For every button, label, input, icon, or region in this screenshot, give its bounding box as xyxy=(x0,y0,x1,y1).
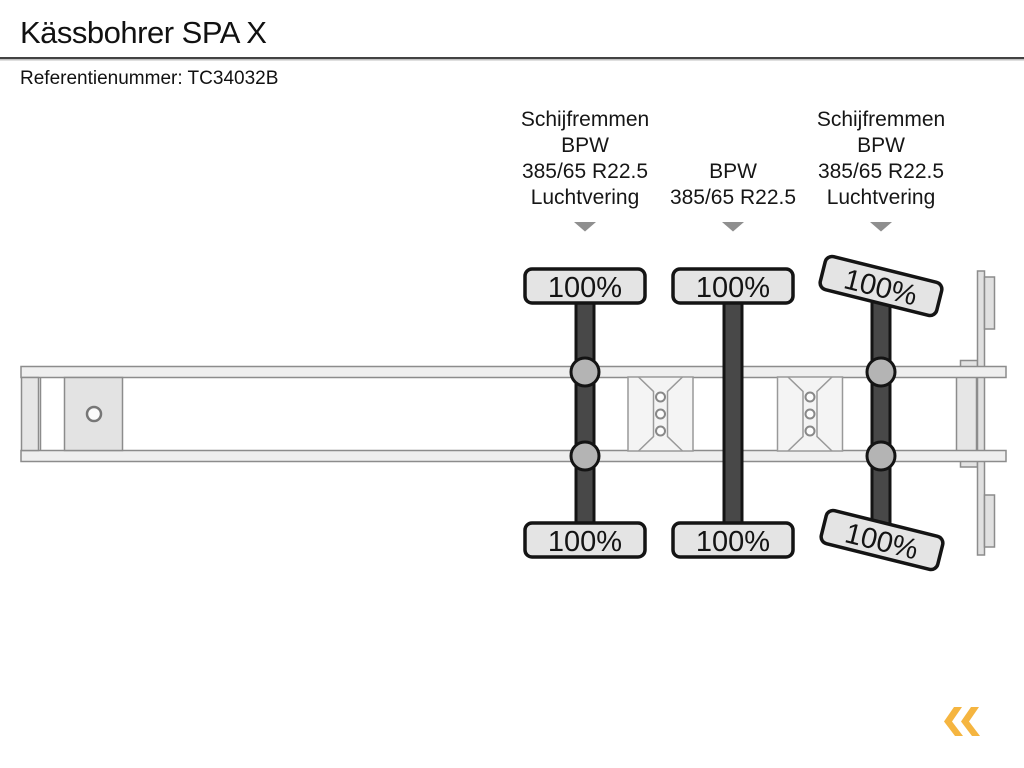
axle-3-down-triangle-icon xyxy=(870,222,892,232)
bolt-hole xyxy=(655,425,666,437)
rear-cross-member xyxy=(955,376,978,452)
kingpin xyxy=(85,405,103,423)
double-chevron-left-icon xyxy=(944,707,980,736)
axle-1-spec-line: BPW xyxy=(561,134,609,157)
axle-2-tire-bottom: 100% xyxy=(671,521,795,559)
axle-3-suspension-bottom xyxy=(865,440,897,472)
front-end-cap xyxy=(20,376,40,452)
tire-outline xyxy=(523,521,647,559)
axle-1-suspension-top xyxy=(569,356,601,388)
tire-outline xyxy=(671,267,795,305)
cross-member xyxy=(776,376,844,452)
axle-1-tire-bottom: 100% xyxy=(523,521,647,559)
bolt-hole xyxy=(655,391,666,403)
axle-3: 100% 100% xyxy=(818,254,945,572)
axle-1-spec-line: 385/65 R22.5 xyxy=(521,160,649,183)
axle-2-specs: BPW 385/65 R22.5 xyxy=(613,159,853,211)
tire-outline xyxy=(523,267,647,305)
chevron-left-shape xyxy=(961,707,980,736)
cross-member-web-right xyxy=(816,376,833,452)
bolt-hole xyxy=(655,408,666,420)
tire-outline xyxy=(671,521,795,559)
axle-1-beam xyxy=(574,274,596,546)
axle-3-specs: Schijfremmen BPW 385/65 R22.5 Luchtverin… xyxy=(761,107,1001,211)
tire-condition-value: 100% xyxy=(548,526,622,558)
cross-member-web-right xyxy=(666,376,684,452)
cross-member-web-left xyxy=(637,376,655,452)
tire-condition-value: 100% xyxy=(548,272,622,304)
axle-3-spec-line: Schijfremmen xyxy=(816,108,946,131)
reference-number: Referentienummer: TC34032B xyxy=(20,68,279,89)
page-title: Kässbohrer SPA X xyxy=(20,15,267,50)
cross-member xyxy=(627,376,694,452)
axle-1-spec-line: Luchtvering xyxy=(530,186,640,209)
chassis-rail-top xyxy=(20,365,1007,379)
rear-bumper-bar xyxy=(976,270,986,556)
axle-1-tire-top: 100% xyxy=(523,267,647,305)
axle-2-tire-top: 100% xyxy=(671,267,795,305)
axle-3-beam xyxy=(870,274,892,546)
bolt-hole xyxy=(804,391,816,403)
tire-condition-value: 100% xyxy=(696,526,770,558)
tire-outline xyxy=(818,254,944,318)
header-divider xyxy=(0,57,1024,59)
rear-light-plate-bottom xyxy=(983,494,996,548)
rear-light-plate-top xyxy=(983,276,996,330)
axle-2-beam xyxy=(722,274,744,546)
bolt-hole xyxy=(804,425,816,437)
tire-outline xyxy=(819,508,945,572)
axle-1-suspension-bottom xyxy=(569,440,601,472)
axle-3-spec-line: 385/65 R22.5 xyxy=(817,160,945,183)
chassis xyxy=(20,270,1007,556)
axle-2: 100% 100% xyxy=(671,267,795,559)
axle-1-specs: Schijfremmen BPW 385/65 R22.5 Luchtverin… xyxy=(465,107,705,211)
axle-2-down-triangle-icon xyxy=(722,222,744,232)
axle-3-spec-line: BPW xyxy=(857,134,905,157)
axle-1-spec-line: Schijfremmen xyxy=(520,108,650,131)
bolt-hole xyxy=(804,408,816,420)
axle-2-spec-line: BPW xyxy=(709,160,757,183)
axle-3-suspension-top xyxy=(865,356,897,388)
chassis-rail-bottom xyxy=(20,449,1007,463)
cross-member-web-left xyxy=(787,376,804,452)
axle-3-spec-line: Luchtvering xyxy=(826,186,936,209)
chevron-left-shape xyxy=(944,707,963,736)
cross-member-body xyxy=(627,376,694,452)
axle-2-spec-line: 385/65 R22.5 xyxy=(669,186,797,209)
axle-1-down-triangle-icon xyxy=(574,222,596,232)
axle-3-tire-top: 100% xyxy=(818,254,944,318)
tire-condition-value: 100% xyxy=(696,272,770,304)
axle-1: 100% 100% xyxy=(523,267,647,559)
